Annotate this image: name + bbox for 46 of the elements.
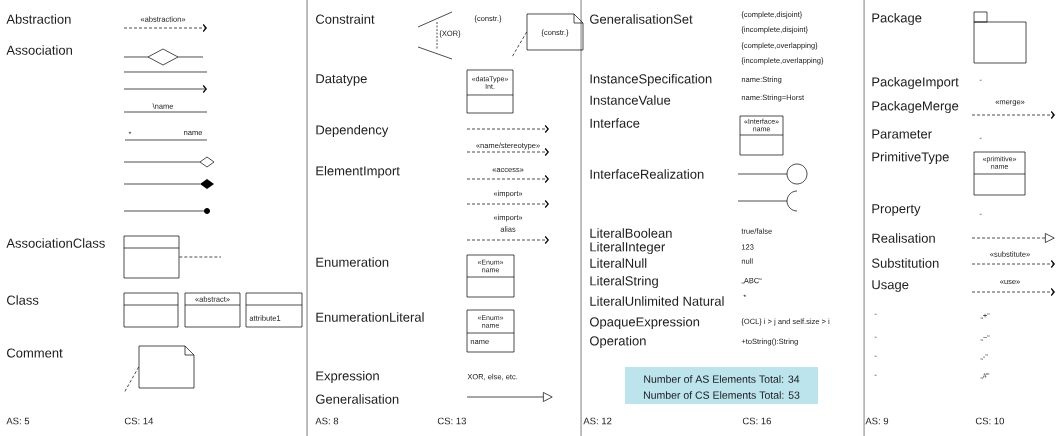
element-name: LiteralString: [590, 275, 658, 289]
element-name: InstanceValue: [590, 95, 671, 105]
connector-line: [179, 256, 222, 258]
element-name: Class: [7, 295, 39, 305]
element-name: EnumerationLiteral: [316, 312, 424, 322]
class-box: [123, 235, 180, 279]
element-name: Property: [872, 204, 921, 216]
note-shape: [138, 345, 195, 389]
element-name: LiteralUnlimited Natural: [590, 296, 724, 306]
element-name: Operation: [589, 335, 646, 349]
element-name: Enumeration: [316, 257, 389, 267]
element-name: Usage: [872, 280, 909, 292]
element-name: Substitution: [871, 258, 939, 268]
class-box: [123, 292, 179, 328]
count-label: AS: 5: [6, 417, 30, 425]
element-name: Expression: [316, 370, 379, 384]
connector-line: [511, 31, 527, 58]
element-name: LiteralInteger: [590, 241, 665, 255]
count-label: AS: 9: [865, 417, 889, 425]
summary-panel: Number of AS Elements Total: 34 Number of CS Elements Total: 53: [625, 367, 818, 404]
element-name: Package: [872, 12, 922, 26]
count-label: CS: 13: [437, 417, 466, 425]
element-name: Datatype: [316, 74, 367, 86]
count-label: AS: 8: [315, 417, 339, 425]
element-name: Comment: [7, 348, 63, 358]
element-name: LiteralBoolean: [590, 228, 672, 238]
element-name: Parameter: [872, 129, 932, 139]
count-label: CS: 16: [742, 417, 771, 425]
element-name: Generalisation: [316, 394, 399, 404]
count-label: CS: 10: [975, 417, 1004, 425]
element-name: InterfaceRealization: [590, 169, 704, 179]
element-name: LiteralNull: [590, 258, 647, 268]
element-name: Abstraction: [6, 14, 71, 24]
element-name: InstanceSpecification: [590, 73, 712, 87]
element-name: ElementImport: [316, 165, 400, 179]
element-name: PrimitiveType: [872, 151, 949, 165]
count-label: AS: 12: [583, 417, 612, 425]
element-name: Dependency: [316, 124, 389, 138]
package-folder: [973, 11, 1027, 64]
element-name: PackageMerge: [872, 100, 959, 114]
element-name: OpaqueExpression: [589, 316, 700, 330]
element-name: Association: [6, 45, 72, 55]
element-name: Constraint: [316, 14, 375, 24]
connector-line: [123, 366, 139, 394]
element-name: Realisation: [872, 233, 935, 243]
element-name: Interface: [590, 118, 640, 128]
